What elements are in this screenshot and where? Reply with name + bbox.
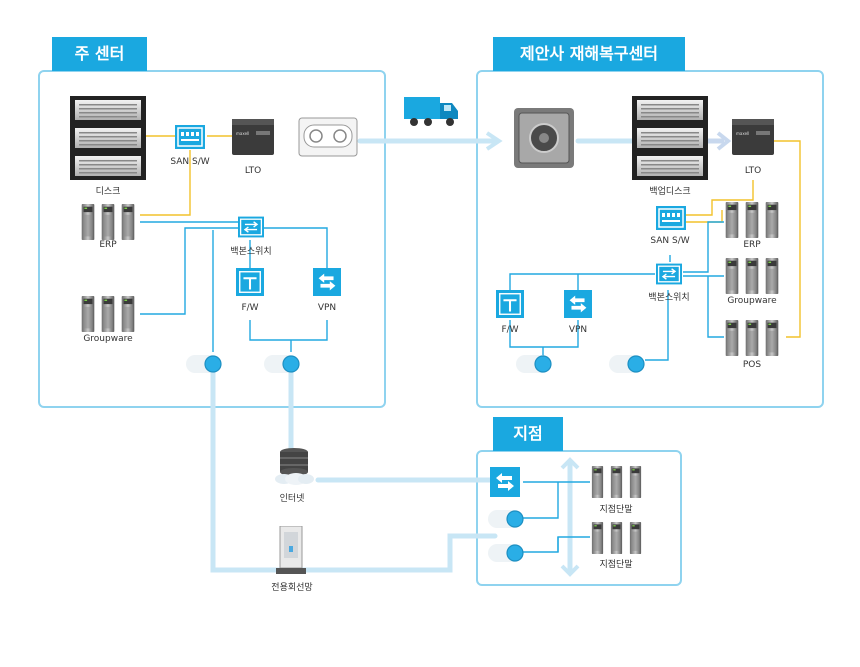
branch-terminal-2-icon [591, 522, 642, 554]
dr-groupware-server-icon [725, 258, 779, 294]
groupware-label: Groupware [83, 334, 133, 344]
dr-erp-server-icon [725, 202, 779, 238]
link-nodes [186, 355, 645, 562]
internet-label: 인터넷 [279, 494, 305, 504]
lto-icon [232, 119, 274, 155]
dr-san-switch-icon [656, 206, 686, 230]
dr-center-title: 제안사 재해복구센터 [493, 37, 685, 71]
dr-vpn-label: VPN [568, 325, 588, 335]
disk-label: 디스크 [95, 187, 121, 197]
dr-san-label: SAN S/W [650, 236, 690, 246]
dr-lto-icon [732, 119, 774, 155]
tape-drive-icon [298, 117, 358, 157]
pos-server-icon [725, 320, 779, 356]
truck-icon [404, 97, 458, 126]
vpn-icon [313, 268, 341, 296]
backup-disk-icon [632, 96, 708, 180]
san-label: SAN S/W [170, 157, 210, 167]
backbone-switch-icon [238, 216, 264, 238]
backbone-label: 백본스위치 [230, 247, 272, 257]
branch-title: 지점 [493, 417, 563, 451]
internet-server-icon [275, 448, 314, 485]
branch-vpn-icon [490, 467, 520, 497]
dr-firewall-icon [496, 290, 524, 318]
pos-label: POS [742, 360, 762, 370]
dr-erp-label: ERP [743, 240, 761, 250]
dr-backbone-label: 백본스위치 [648, 293, 690, 303]
main-center-title: 주 센터 [52, 37, 147, 71]
lto-label: LTO [244, 166, 262, 176]
leased-line-router-icon [276, 526, 306, 574]
backup-disk-label: 백업디스크 [649, 187, 691, 197]
dr-backbone-switch-icon [656, 263, 682, 285]
branch-terminal-1-label: 지점단말 [599, 505, 633, 515]
firewall-icon [236, 268, 264, 296]
dr-groupware-label: Groupware [727, 296, 777, 306]
vpn-label: VPN [317, 303, 337, 313]
leased-line-label: 전용회선망 [271, 583, 313, 593]
branch-terminal-1-icon [591, 466, 642, 498]
erp-label: ERP [99, 240, 117, 250]
san-switch-icon [175, 125, 205, 149]
dr-lto-label: LTO [744, 166, 762, 176]
dr-fw-label: F/W [501, 325, 519, 335]
fw-label: F/W [241, 303, 259, 313]
dr-vpn-icon [564, 290, 592, 318]
branch-terminal-2-label: 지점단말 [599, 560, 633, 570]
groupware-server-icon [81, 296, 135, 332]
erp-server-icon [81, 204, 135, 240]
disk-array-icon [70, 96, 146, 180]
safe-icon [514, 108, 574, 168]
